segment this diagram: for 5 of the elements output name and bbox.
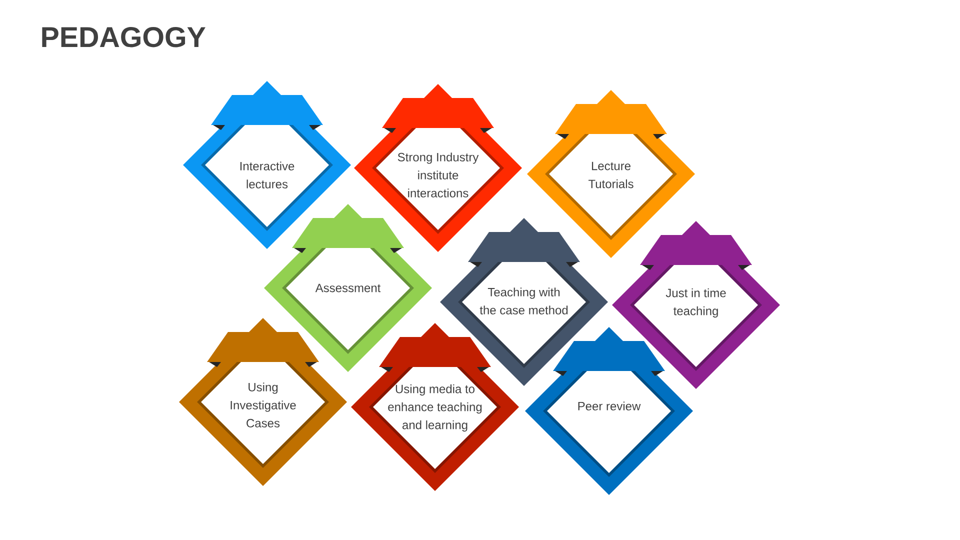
diamond-box: Peer review <box>525 327 693 495</box>
diamond-box: Interactive lectures <box>183 81 351 249</box>
diamond-box: Using Investigative Cases <box>179 318 347 486</box>
title: PEDAGOGY <box>42 27 206 48</box>
diamond-box: Using media to enhance teaching and learning <box>351 323 519 491</box>
